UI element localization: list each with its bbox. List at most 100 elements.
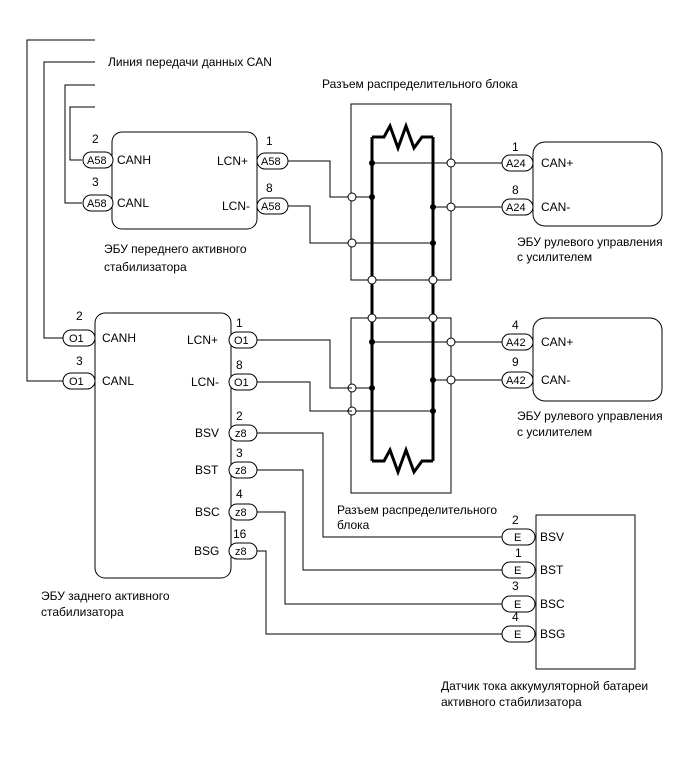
rear-ecu-lcn-wires — [257, 339, 352, 412]
steering-top-caption-1: ЭБУ рулевого управления — [517, 235, 663, 249]
steering-bottom-conn-canp: A42 — [506, 337, 526, 349]
battery-sensor-conn-bst: E — [514, 565, 521, 577]
steering-top-pin-num-canm: 8 — [512, 183, 519, 197]
rear-ecu-pin-num-bsc: 4 — [236, 487, 243, 501]
junction-bottom-label-1: Разъем распределительного — [337, 503, 497, 517]
steering-ecu-bottom: 4 A42 CAN+ 9 A42 CAN- ЭБУ рулевого управ… — [501, 317, 663, 439]
rear-ecu-conn-bsv: z8 — [235, 428, 247, 440]
steering-top-pin-canp: CAN+ — [541, 156, 573, 170]
battery-sensor-wires — [257, 432, 502, 635]
battery-current-sensor: 2 E BSV 1 E BST 3 E BSC 4 E BSG Датчик т… — [441, 513, 648, 709]
front-ecu-pin-num-lcnm: 8 — [266, 181, 273, 195]
connector-badge — [82, 194, 114, 212]
rear-ecu-conn-canl: O1 — [69, 376, 84, 388]
connector-badge — [501, 595, 536, 613]
junction-nodes — [347, 158, 456, 416]
steering-top-conn-canm: A24 — [506, 202, 526, 214]
connector-badge — [501, 198, 534, 216]
front-ecu-lcn-wires — [288, 160, 352, 244]
junction-bottom-label-2: блока — [337, 518, 370, 532]
rear-ecu-pin-num-bsv: 2 — [236, 409, 243, 423]
junction-top-label: Разъем распределительного блока — [322, 77, 518, 91]
rear-ecu-conn-bst: z8 — [235, 465, 247, 477]
steering-ecu-top-box — [532, 141, 663, 227]
battery-sensor-conn-bsv: E — [514, 532, 521, 544]
steering-top-pin-num-canp: 1 — [512, 140, 519, 154]
rear-ecu-conn-lcnm: O1 — [234, 377, 249, 389]
rear-ecu-pin-bst: BST — [195, 463, 219, 477]
can-bus-lines — [26, 39, 95, 382]
front-ecu-pin-canl: CANL — [117, 196, 149, 210]
battery-sensor-pin-num-bsv: 2 — [512, 513, 519, 527]
junction-block-bottom: Разъем распределительного блока — [337, 317, 497, 532]
connector-badge — [62, 329, 96, 347]
connector-badge — [501, 528, 536, 546]
can-line-label: Линия передачи данных CAN — [108, 55, 272, 69]
battery-sensor-pin-bsg: BSG — [540, 627, 565, 641]
rear-ecu-conn-canh: O1 — [69, 333, 84, 345]
rear-ecu-pin-num-bst: 3 — [236, 446, 243, 460]
battery-sensor-conn-bsg: E — [514, 629, 521, 641]
battery-sensor-pin-num-bsc: 3 — [512, 579, 519, 593]
rear-ecu-pin-num-bsg: 16 — [233, 527, 247, 541]
junction-top-box — [350, 103, 452, 281]
rear-ecu-pin-lcnm: LCN- — [191, 375, 219, 389]
battery-sensor-pin-num-bsg: 4 — [512, 610, 519, 624]
steering-top-conn-canp: A24 — [506, 158, 526, 170]
connector-badge — [82, 151, 114, 169]
rear-ecu-pin-canl: CANL — [102, 374, 134, 388]
junction-block-top: Разъем распределительного блока — [322, 77, 518, 281]
front-ecu-pin-num-canh: 2 — [92, 132, 99, 146]
termination-resistor-bottom — [372, 445, 433, 477]
front-ecu-pin-canh: CANH — [117, 153, 151, 167]
front-ecu-conn-canl: A58 — [87, 198, 107, 210]
connector-badge — [501, 333, 534, 351]
front-ecu-pin-num-lcnp: 1 — [266, 134, 273, 148]
rear-ecu-pin-bsv: BSV — [195, 426, 219, 440]
rear-ecu-conn-bsg: z8 — [235, 546, 247, 558]
front-ecu-caption-2: стабилизатора — [104, 260, 187, 274]
front-ecu-pin-num-canl: 3 — [92, 175, 99, 189]
battery-sensor-pin-num-bst: 1 — [515, 546, 522, 560]
steering-bottom-pin-num-canp: 4 — [512, 318, 519, 332]
steering-bottom-pin-canm: CAN- — [541, 373, 570, 387]
front-ecu-conn-lcnp: A58 — [261, 156, 281, 168]
junction-bus — [370, 121, 435, 477]
front-ecu-caption-1: ЭБУ переднего активного — [104, 242, 247, 256]
rear-ecu-pin-canh: CANH — [102, 331, 136, 345]
battery-sensor-box — [535, 514, 636, 670]
steering-bottom-pin-canp: CAN+ — [541, 335, 573, 349]
front-ecu-pin-lcnp: LCN+ — [217, 154, 248, 168]
junction-to-steering-wires — [455, 162, 502, 381]
connector-badge — [501, 371, 534, 389]
steering-ecu-top: 1 A24 CAN+ 8 A24 CAN- ЭБУ рулевого управ… — [501, 140, 663, 264]
battery-sensor-caption-1: Датчик тока аккумуляторной батареи — [441, 679, 648, 693]
rear-ecu-pin-num-lcnm: 8 — [236, 358, 243, 372]
rear-ecu-pin-bsc: BSC — [195, 505, 220, 519]
rear-ecu-caption-2: стабилизатора — [41, 605, 124, 619]
rear-ecu-pin-num-canh: 2 — [76, 309, 83, 323]
battery-sensor-pin-bsc: BSC — [540, 597, 565, 611]
rear-ecu-pin-num-canl: 3 — [76, 354, 83, 368]
rear-ecu: 2 O1 CANH 3 O1 CANL 1 O1 LCN+ 8 O1 LCN- … — [41, 309, 258, 619]
connector-badge — [501, 154, 534, 172]
connector-badge — [62, 372, 96, 390]
rear-ecu-conn-lcnp: O1 — [234, 335, 249, 347]
battery-sensor-caption-2: активного стабилизатора — [441, 695, 582, 709]
rear-ecu-pin-bsg: BSG — [194, 544, 219, 558]
termination-resistor-top — [372, 121, 433, 153]
front-ecu-conn-lcnm: A58 — [261, 201, 281, 213]
steering-ecu-bottom-box — [532, 317, 663, 402]
rear-ecu-conn-bsc: z8 — [235, 507, 247, 519]
rear-ecu-pin-num-lcnp: 1 — [236, 316, 243, 330]
steering-bottom-pin-num-canm: 9 — [512, 355, 519, 369]
steering-bottom-caption-2: с усилителем — [517, 425, 592, 439]
connector-badge — [501, 561, 536, 579]
steering-bottom-caption-1: ЭБУ рулевого управления — [517, 409, 663, 423]
steering-bottom-conn-canm: A42 — [506, 375, 526, 387]
battery-sensor-pin-bsv: BSV — [540, 530, 564, 544]
front-ecu: 2 A58 CANH 3 A58 CANL 1 A58 LCN+ 8 A58 L… — [82, 131, 289, 274]
steering-top-pin-canm: CAN- — [541, 200, 570, 214]
battery-sensor-pin-bst: BST — [540, 563, 564, 577]
